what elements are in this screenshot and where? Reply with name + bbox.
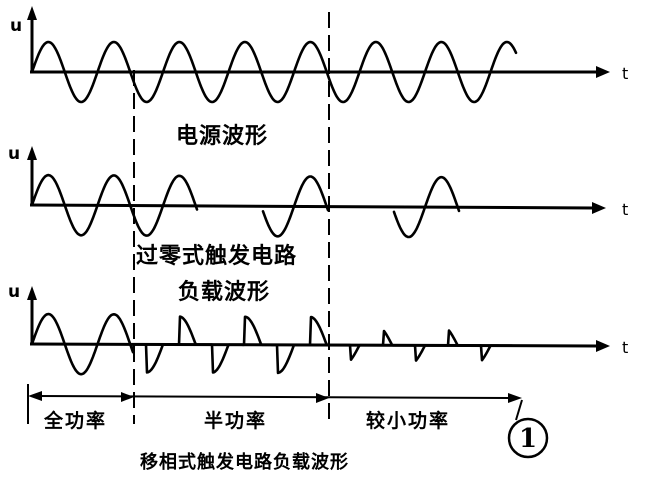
panel3-u-label: u: [8, 282, 21, 302]
panel2-t-arrow: [592, 202, 606, 214]
zero-cross-caption-line1: 过零式触发电路: [136, 244, 298, 269]
figure-number-circle: [507, 417, 549, 459]
panel3-t-arrow: [596, 340, 610, 352]
low-power-label: 较小功率: [366, 410, 451, 432]
figure-number-text: 1: [519, 424, 537, 454]
panel1-u-arrow: [27, 6, 37, 20]
half-power-label: 半功率: [204, 410, 268, 432]
range-arrow-mid1: [121, 392, 134, 402]
panel1-u-label: u: [10, 16, 23, 36]
panel1-t-label: t: [622, 64, 629, 83]
power-source-caption: 电源波形: [176, 124, 269, 149]
zero-cross-load-waveform: [30, 173, 461, 239]
range-line: [37, 395, 513, 399]
range-arrow-right: [508, 393, 522, 403]
range-tick-right: [515, 399, 523, 421]
phase-shift-caption: 移相式触发电路负载波形: [140, 452, 349, 473]
panel2-t-label: t: [622, 200, 629, 219]
zero-cross-caption-line2: 负载波形: [178, 280, 271, 305]
range-arrow-mid2: [316, 393, 329, 403]
power-source-waveform: [30, 40, 518, 104]
range-arrow-left: [28, 391, 42, 401]
panel3-u-arrow: [27, 286, 37, 300]
panel2-u-arrow: [27, 146, 37, 160]
phase-shift-load-waveform: [30, 312, 514, 376]
panel1-t-arrow: [596, 66, 610, 78]
panel3-t-label: t: [622, 338, 629, 357]
full-power-label: 全功率: [44, 410, 108, 432]
panel2-t-axis: [29, 203, 595, 210]
panel2-u-label: u: [8, 144, 21, 164]
figure-number-badge: 1: [507, 417, 549, 459]
